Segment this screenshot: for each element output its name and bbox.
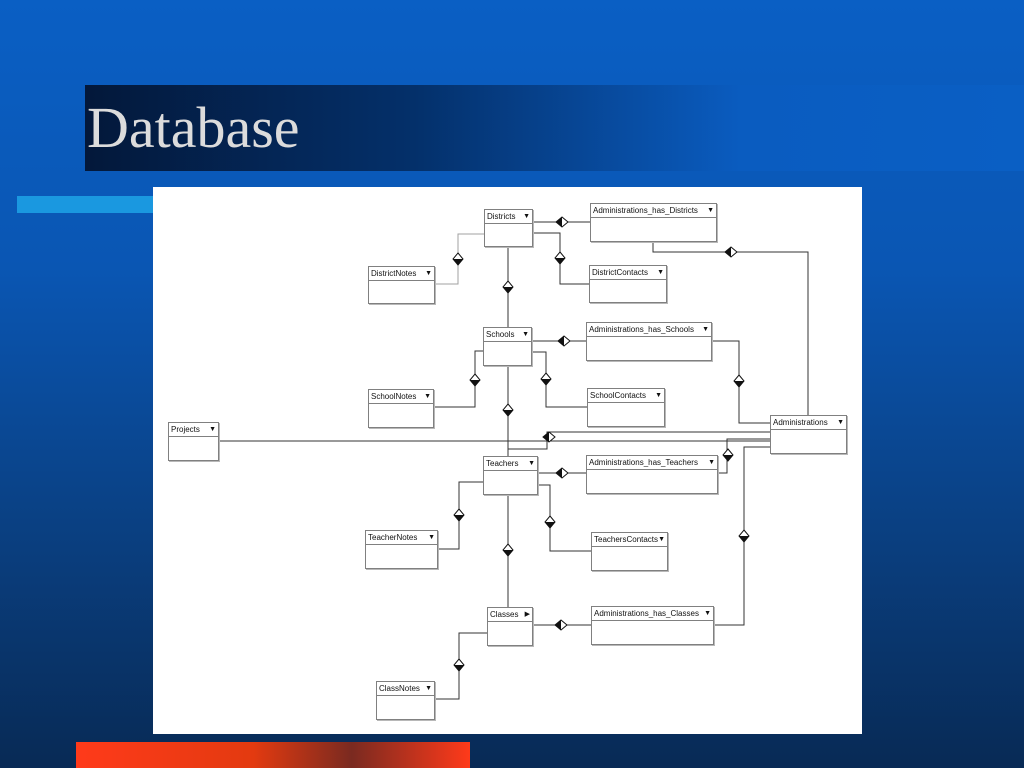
table-name: Schools xyxy=(486,330,515,339)
dropdown-arrow-icon[interactable]: ▼ xyxy=(657,269,664,276)
table-adm-districts[interactable]: Administrations_has_Districts ▼ xyxy=(590,203,717,242)
table-header: Classes ▶ xyxy=(488,608,532,622)
relationship-diamond-icon xyxy=(554,619,568,631)
table-header: DistrictNotes ▼ xyxy=(369,267,434,281)
table-name: Districts xyxy=(487,212,516,221)
table-name: Classes xyxy=(490,610,519,619)
table-header: Schools ▼ xyxy=(484,328,531,342)
relationship-diamond-icon xyxy=(722,448,734,462)
relationship-diamond-icon xyxy=(502,543,514,557)
table-header: TeachersContacts▼ xyxy=(592,533,667,547)
dropdown-arrow-icon[interactable]: ▼ xyxy=(425,685,432,692)
table-class-notes[interactable]: ClassNotes ▼ xyxy=(376,681,435,720)
table-name: TeachersContacts xyxy=(594,535,659,544)
relationship-diamond-icon xyxy=(555,467,569,479)
table-header: DistrictContacts ▼ xyxy=(590,266,666,280)
relationship-line xyxy=(507,431,770,450)
table-name: ClassNotes xyxy=(379,684,420,693)
table-name: Projects xyxy=(171,425,200,434)
relationship-diamond-icon xyxy=(540,372,552,386)
relationship-diamond-icon xyxy=(542,431,556,443)
relationship-lines xyxy=(217,216,809,700)
table-header: Projects ▼ xyxy=(169,423,218,437)
dropdown-arrow-icon[interactable]: ▼ xyxy=(708,459,715,466)
table-name: TeacherNotes xyxy=(368,533,418,542)
dropdown-arrow-icon[interactable]: ▼ xyxy=(523,213,530,220)
dropdown-arrow-icon[interactable]: ▼ xyxy=(704,610,711,617)
dropdown-arrow-icon[interactable]: ▼ xyxy=(837,419,844,426)
relationship-diamond-icon xyxy=(738,529,750,543)
table-teachers[interactable]: Teachers ▼ xyxy=(483,456,538,495)
relationship-diamond-icon xyxy=(452,252,464,266)
table-school-contacts[interactable]: SchoolContacts ▼ xyxy=(587,388,665,427)
table-districts[interactable]: Districts ▼ xyxy=(484,209,533,247)
accent-strip xyxy=(17,196,157,213)
relationship-diamond-icon xyxy=(555,216,569,228)
table-name: DistrictNotes xyxy=(371,269,417,278)
table-name: Administrations_has_Classes xyxy=(594,609,699,618)
table-adm-teachers[interactable]: Administrations_has_Teachers ▼ xyxy=(586,455,718,494)
table-name: DistrictContacts xyxy=(592,268,649,277)
relationship-diamond-icon xyxy=(469,373,481,387)
table-name: Administrations_has_Teachers xyxy=(589,458,698,467)
table-projects[interactable]: Projects ▼ xyxy=(168,422,219,461)
table-name: Administrations_has_Schools xyxy=(589,325,694,334)
table-teachers-contacts[interactable]: TeachersContacts▼ xyxy=(591,532,668,571)
table-header: Teachers ▼ xyxy=(484,457,537,471)
relationship-diamond-icon xyxy=(502,280,514,294)
table-school-notes[interactable]: SchoolNotes ▼ xyxy=(368,389,434,428)
relationship-diamond-icon xyxy=(724,246,738,258)
dropdown-arrow-icon[interactable]: ▼ xyxy=(528,460,535,467)
relationship-diamond-icon xyxy=(733,374,745,388)
dropdown-arrow-icon[interactable]: ▼ xyxy=(655,392,662,399)
table-header: Administrations_has_Classes ▼ xyxy=(592,607,713,621)
table-adm-schools[interactable]: Administrations_has_Schools ▼ xyxy=(586,322,712,361)
table-header: SchoolNotes ▼ xyxy=(369,390,433,404)
dropdown-arrow-icon[interactable]: ▼ xyxy=(424,393,431,400)
dropdown-arrow-icon[interactable]: ▼ xyxy=(522,331,529,338)
table-header: Administrations_has_Teachers ▼ xyxy=(587,456,717,470)
table-header: SchoolContacts ▼ xyxy=(588,389,664,403)
table-name: Administrations_has_Districts xyxy=(593,206,698,215)
dropdown-arrow-icon[interactable]: ▼ xyxy=(658,536,665,543)
table-administrations[interactable]: Administrations ▼ xyxy=(770,415,847,454)
table-adm-classes[interactable]: Administrations_has_Classes ▼ xyxy=(591,606,714,645)
table-district-contacts[interactable]: DistrictContacts ▼ xyxy=(589,265,667,303)
er-diagram: Districts ▼ Administrations_has_Districts ▼… xyxy=(153,187,862,734)
table-classes[interactable]: Classes ▶ xyxy=(487,607,533,646)
table-teacher-notes[interactable]: TeacherNotes ▼ xyxy=(365,530,438,569)
table-district-notes[interactable]: DistrictNotes ▼ xyxy=(368,266,435,304)
table-name: Administrations xyxy=(773,418,828,427)
table-header: Administrations ▼ xyxy=(771,416,846,430)
slide-title: Database xyxy=(87,95,300,160)
relationship-diamond-icon xyxy=(453,508,465,522)
relationship-line xyxy=(530,351,587,408)
relationship-diamond-icon xyxy=(544,515,556,529)
dropdown-arrow-icon[interactable]: ▼ xyxy=(209,426,216,433)
relationship-diamond-icon xyxy=(502,403,514,417)
relationship-diamond-icon xyxy=(554,251,566,265)
relationship-diamond-icon xyxy=(453,658,465,672)
bottom-accent-bar xyxy=(76,742,470,768)
dropdown-arrow-icon[interactable]: ▼ xyxy=(702,326,709,333)
relationship-line xyxy=(536,484,591,552)
expand-arrow-icon[interactable]: ▶ xyxy=(524,611,530,618)
dropdown-arrow-icon[interactable]: ▼ xyxy=(707,207,714,214)
table-name: Teachers xyxy=(486,459,519,468)
title-banner xyxy=(85,85,1024,171)
table-header: Districts ▼ xyxy=(485,210,532,224)
table-name: SchoolNotes xyxy=(371,392,417,401)
table-name: SchoolContacts xyxy=(590,391,647,400)
table-header: ClassNotes ▼ xyxy=(377,682,434,696)
relationship-diamond-icon xyxy=(557,335,571,347)
table-schools[interactable]: Schools ▼ xyxy=(483,327,532,366)
dropdown-arrow-icon[interactable]: ▼ xyxy=(428,534,435,541)
dropdown-arrow-icon[interactable]: ▼ xyxy=(425,270,432,277)
table-header: TeacherNotes ▼ xyxy=(366,531,437,545)
table-header: Administrations_has_Districts ▼ xyxy=(591,204,716,218)
table-header: Administrations_has_Schools ▼ xyxy=(587,323,711,337)
